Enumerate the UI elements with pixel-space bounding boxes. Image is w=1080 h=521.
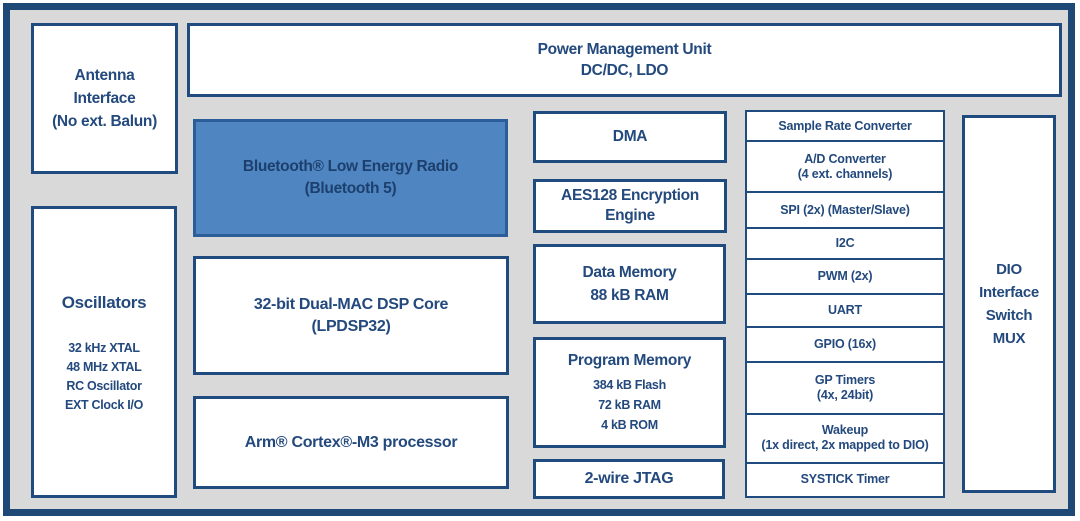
- oscillators-block: Oscillators 32 kHz XTAL 48 MHz XTAL RC O…: [31, 206, 177, 498]
- aes-encryption-block: AES128 Encryption Engine: [533, 179, 727, 233]
- peripheral-label: PWM (2x): [817, 268, 873, 283]
- peripheral-row-systick: SYSTICK Timer: [747, 461, 943, 496]
- peripheral-row-spi: SPI (2x) (Master/Slave): [747, 191, 943, 227]
- cortex-label: Arm® Cortex®-M3 processor: [244, 433, 458, 451]
- program-memory-block: Program Memory 384 kB Flash 72 kB RAM 4 …: [533, 337, 726, 448]
- dma-block: DMA: [533, 111, 727, 163]
- peripheral-label: GP Timers: [814, 372, 876, 387]
- aes-line: AES128 Encryption: [561, 187, 699, 204]
- data-memory-size: 88 kB RAM: [590, 287, 669, 304]
- jtag-label: 2-wire JTAG: [584, 470, 674, 487]
- peripheral-label: SYSTICK Timer: [800, 472, 890, 487]
- peripheral-sublabel: (4 ext. channels): [797, 166, 893, 181]
- peripheral-row-gpio: GPIO (16x): [747, 325, 943, 361]
- peripheral-label: I2C: [835, 235, 855, 250]
- program-memory-item: 384 kB Flash: [593, 378, 666, 392]
- oscillator-item: 32 kHz XTAL: [68, 341, 140, 355]
- peripheral-sublabel: (1x direct, 2x mapped to DIO): [761, 438, 929, 453]
- oscillator-item: RC Oscillator: [66, 379, 142, 393]
- dio-line: DIO: [996, 261, 1022, 278]
- program-memory-item: 72 kB RAM: [598, 398, 661, 412]
- peripheral-label: Wakeup: [821, 423, 869, 438]
- dio-line: Switch: [985, 307, 1033, 324]
- oscillator-item: EXT Clock I/O: [64, 398, 144, 412]
- pmu-line: DC/DC, LDO: [580, 62, 669, 79]
- pmu-line: Power Management Unit: [537, 41, 712, 58]
- aes-line: Engine: [605, 207, 655, 224]
- antenna-line: (No ext. Balun): [52, 113, 157, 130]
- cortex-m3-block: Arm® Cortex®-M3 processor: [193, 396, 509, 489]
- peripheral-label: SPI (2x) (Master/Slave): [780, 202, 910, 217]
- dio-interface-mux-block: DIO Interface Switch MUX: [962, 115, 1056, 493]
- jtag-block: 2-wire JTAG: [533, 459, 725, 499]
- peripheral-row-sample-rate-converter: Sample Rate Converter: [747, 112, 943, 140]
- peripheral-row-gp-timers: GP Timers (4x, 24bit): [747, 360, 943, 413]
- peripheral-label: Sample Rate Converter: [778, 118, 912, 133]
- data-memory-block: Data Memory 88 kB RAM: [533, 244, 726, 324]
- oscillators-title: Oscillators: [61, 293, 147, 312]
- bluetooth-radio-block: Bluetooth® Low Energy Radio (Bluetooth 5…: [193, 119, 508, 237]
- dio-line: MUX: [992, 330, 1026, 347]
- peripheral-row-i2c: I2C: [747, 227, 943, 257]
- power-management-unit-block: Power Management Unit DC/DC, LDO: [187, 23, 1062, 97]
- dio-line: Interface: [979, 284, 1039, 301]
- dsp-core-block: 32-bit Dual-MAC DSP Core (LPDSP32): [193, 256, 509, 375]
- peripheral-label: UART: [828, 302, 862, 317]
- antenna-line: Antenna: [74, 67, 135, 84]
- oscillator-item: 48 MHz XTAL: [66, 360, 142, 374]
- dsp-line: 32-bit Dual-MAC DSP Core: [253, 295, 449, 313]
- data-memory-title: Data Memory: [582, 264, 677, 281]
- dsp-line: (LPDSP32): [311, 317, 391, 335]
- peripheral-row-ad-converter: A/D Converter (4 ext. channels): [747, 140, 943, 191]
- antenna-interface-block: Antenna Interface (No ext. Balun): [31, 23, 178, 174]
- peripheral-label: GPIO (16x): [814, 336, 876, 351]
- program-memory-item: 4 kB ROM: [601, 418, 658, 432]
- radio-line: Bluetooth® Low Energy Radio: [242, 158, 459, 175]
- dma-label: DMA: [612, 128, 648, 145]
- oscillators-list: 32 kHz XTAL 48 MHz XTAL RC Oscillator EX…: [65, 339, 143, 415]
- radio-line: (Bluetooth 5): [304, 180, 397, 197]
- program-memory-title: Program Memory: [567, 352, 692, 369]
- peripheral-sublabel: (4x, 24bit): [816, 387, 874, 402]
- program-memory-list: 384 kB Flash 72 kB RAM 4 kB ROM: [593, 375, 666, 435]
- antenna-line: Interface: [73, 90, 136, 107]
- peripheral-row-wakeup: Wakeup (1x direct, 2x mapped to DIO): [747, 412, 943, 462]
- peripheral-label: A/D Converter: [804, 151, 886, 166]
- peripheral-row-uart: UART: [747, 292, 943, 326]
- peripherals-stack: Sample Rate Converter A/D Converter (4 e…: [745, 110, 945, 498]
- peripheral-row-pwm: PWM (2x): [747, 257, 943, 293]
